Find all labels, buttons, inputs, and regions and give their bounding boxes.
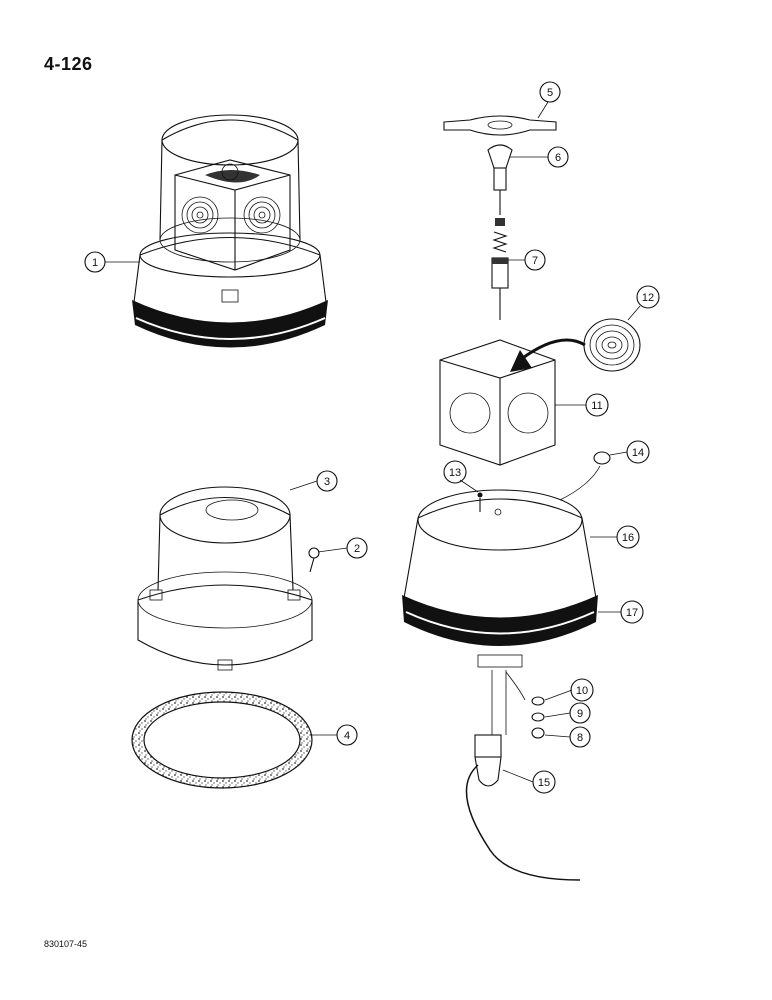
callout-7: 7 (532, 255, 538, 267)
callout-6: 6 (555, 152, 561, 164)
callout-16: 16 (622, 532, 634, 544)
callout-8: 8 (577, 732, 583, 744)
document-code: 830107-45 (44, 939, 88, 949)
washer-9 (531, 712, 545, 722)
wrench-tool (443, 115, 557, 136)
washer-10 (531, 696, 545, 706)
gasket-ring (131, 691, 313, 789)
callout-12: 12 (642, 292, 654, 304)
callout-11: 11 (591, 400, 602, 412)
callout-13: 13 (449, 467, 461, 479)
bulb (487, 144, 513, 215)
lens-12 (583, 318, 641, 372)
callout-9: 9 (577, 708, 583, 720)
page-number: 4-126 (44, 54, 93, 74)
nut-8 (531, 727, 545, 739)
dome-part (137, 486, 313, 671)
callout-3: 3 (324, 476, 330, 488)
callout-4: 4 (344, 730, 350, 742)
assembled-beacon (132, 114, 328, 348)
reflector-cube (439, 338, 586, 466)
callout-17: 17 (626, 607, 638, 619)
callout-2: 2 (354, 543, 360, 555)
callout-10: 10 (576, 685, 588, 697)
base-housing (402, 489, 598, 668)
socket-assembly (491, 218, 509, 320)
nut-14 (559, 451, 611, 501)
callout-5: 5 (547, 87, 553, 99)
callout-14: 14 (632, 447, 644, 459)
callout-1: 1 (92, 257, 98, 269)
motor-15 (465, 670, 581, 881)
screw-2 (308, 547, 320, 573)
callout-15: 15 (538, 777, 550, 789)
